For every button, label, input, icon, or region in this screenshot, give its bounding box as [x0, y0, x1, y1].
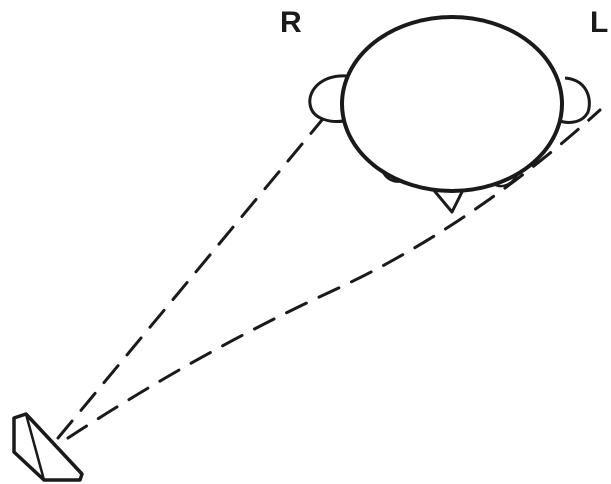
ray-to-left-ear: [66, 108, 602, 440]
right-ear-label: R: [280, 6, 302, 39]
right-ear: [308, 74, 351, 123]
sound-source-face: [12, 413, 46, 481]
nose: [430, 183, 468, 214]
sound-source: [12, 412, 84, 482]
left-ear-label: L: [590, 6, 609, 39]
ray-to-right-ear: [56, 118, 324, 440]
head: [340, 15, 564, 193]
left-ear: [557, 76, 591, 124]
